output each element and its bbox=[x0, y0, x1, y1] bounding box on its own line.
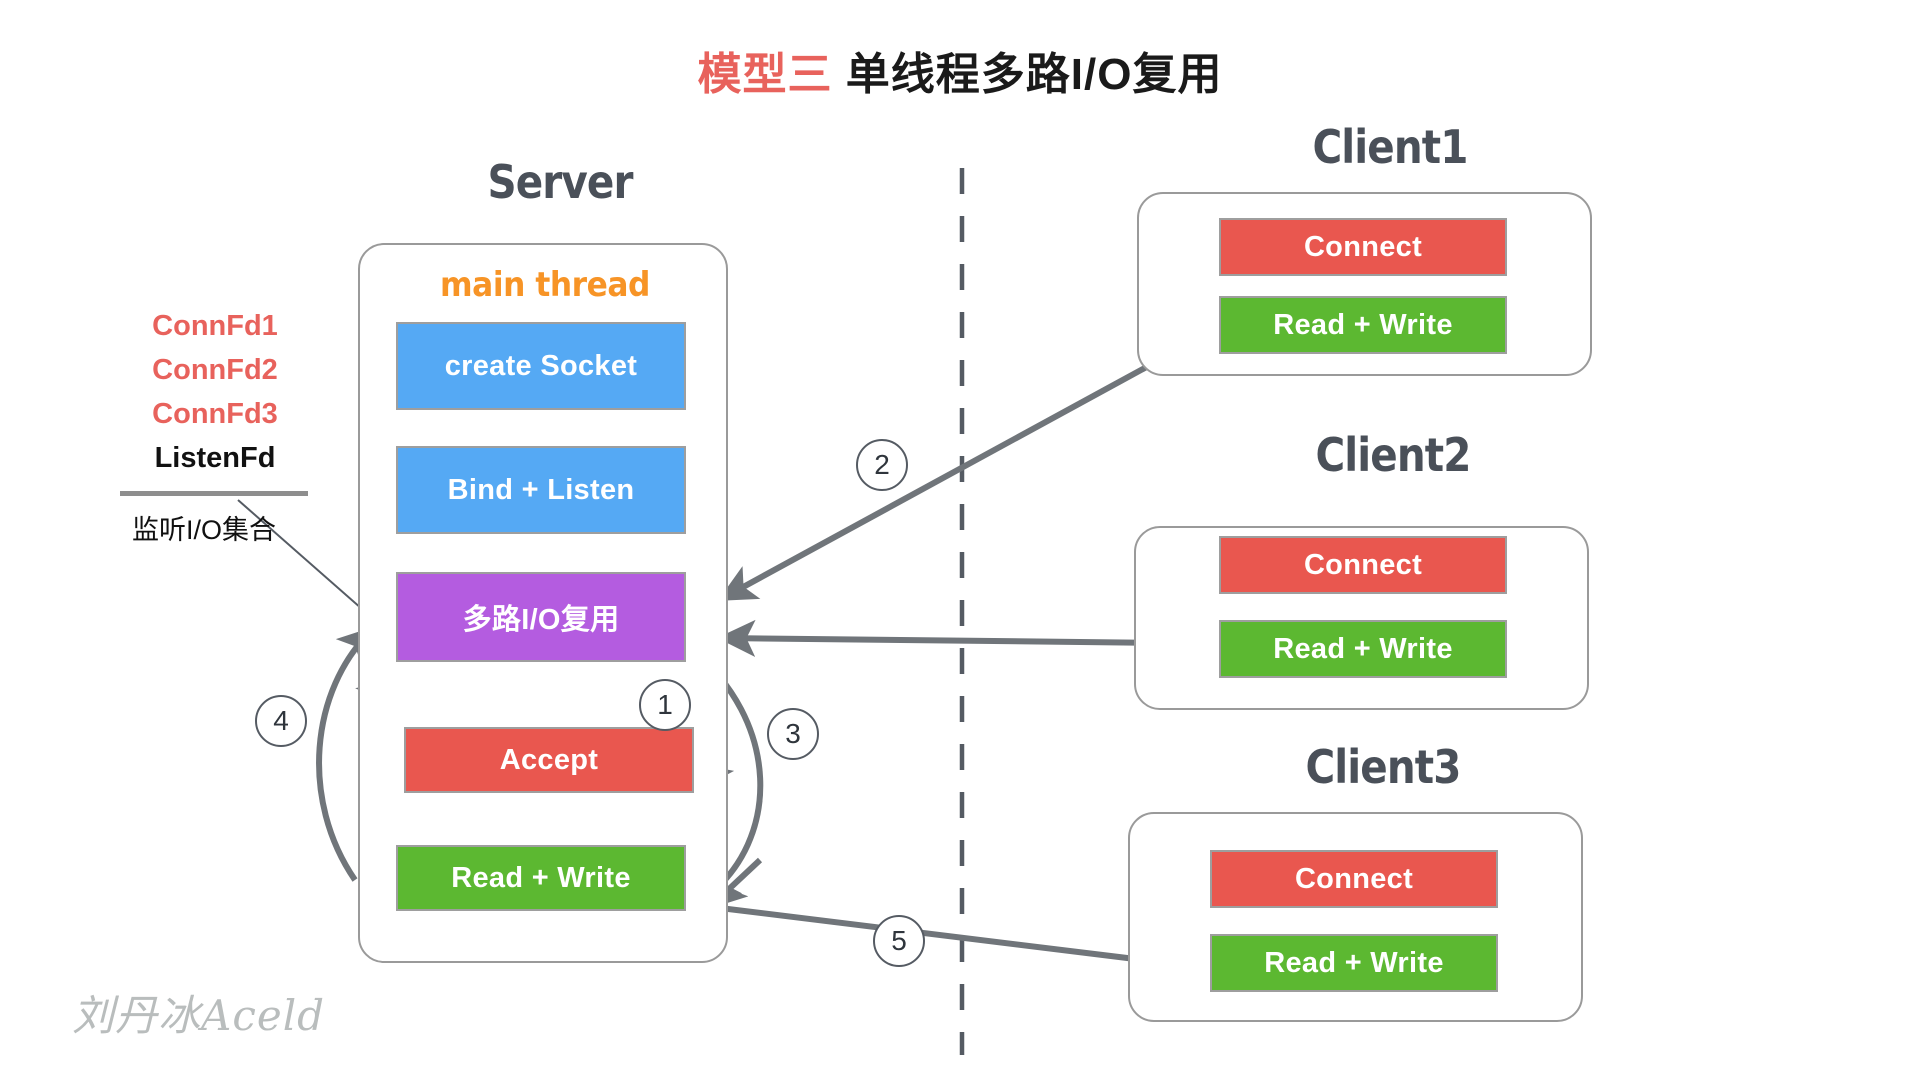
server-step-bind-listen[interactable]: Bind + Listen bbox=[396, 446, 686, 534]
client1-read-write[interactable]: Read + Write bbox=[1219, 296, 1507, 354]
step-marker-5: 5 bbox=[873, 915, 925, 967]
server-step-accept-label: Accept bbox=[499, 743, 599, 776]
step-marker-2: 2 bbox=[856, 439, 908, 491]
fd-label-connfd1: ConnFd1 bbox=[152, 310, 278, 342]
fd-legend: ConnFd1 ConnFd2 ConnFd3 ListenFd 监听I/O集合 bbox=[120, 310, 310, 547]
server-step-read-write[interactable]: Read + Write bbox=[396, 845, 686, 911]
arrow-5-server-to-client3 bbox=[685, 885, 1174, 978]
server-step-create-socket[interactable]: create Socket bbox=[396, 322, 686, 410]
server-heading: Server bbox=[487, 155, 633, 209]
client3-read-write-label: Read + Write bbox=[1264, 946, 1444, 979]
step-marker-1-label: 1 bbox=[657, 689, 673, 720]
server-main-thread-label: main thread bbox=[440, 265, 650, 305]
step-marker-4: 4 bbox=[255, 695, 307, 747]
client1-connect-label: Connect bbox=[1303, 230, 1423, 263]
client1-connect[interactable]: Connect bbox=[1219, 218, 1507, 276]
arrow-client2-to-server bbox=[717, 619, 1169, 657]
client1-heading: Client1 bbox=[1312, 120, 1468, 174]
client2-heading: Client2 bbox=[1315, 428, 1471, 482]
step-marker-5-label: 5 bbox=[891, 925, 907, 956]
client1-read-write-label: Read + Write bbox=[1273, 308, 1453, 341]
step-marker-2-label: 2 bbox=[874, 449, 890, 480]
fd-legend-caption: 监听I/O集合 bbox=[132, 515, 277, 545]
client3-connect[interactable]: Connect bbox=[1210, 850, 1498, 908]
server-step-accept[interactable]: Accept bbox=[404, 727, 694, 793]
client2-connect-label: Connect bbox=[1303, 548, 1423, 581]
server-step-multiplex-io[interactable]: 多路I/O复用 bbox=[396, 572, 686, 662]
client3-connect-label: Connect bbox=[1294, 862, 1414, 895]
fd-label-connfd2: ConnFd2 bbox=[152, 354, 278, 386]
client2-panel bbox=[1134, 526, 1589, 710]
arrow-2-client1-to-server bbox=[717, 337, 1198, 601]
fd-legend-rule bbox=[120, 491, 308, 496]
server-step-read-write-label: Read + Write bbox=[451, 861, 631, 894]
title-rest: 单线程多路I/O复用 bbox=[832, 50, 1223, 99]
step-marker-4-label: 4 bbox=[273, 705, 289, 736]
fd-label-listenfd: ListenFd bbox=[154, 442, 276, 474]
client3-read-write[interactable]: Read + Write bbox=[1210, 934, 1498, 992]
author-watermark: 刘丹冰Aceld bbox=[72, 991, 326, 1040]
server-step-bind-listen-label: Bind + Listen bbox=[447, 473, 635, 506]
client2-read-write-label: Read + Write bbox=[1273, 632, 1453, 665]
client3-heading: Client3 bbox=[1305, 740, 1461, 794]
server-step-multiplex-io-label: 多路I/O复用 bbox=[462, 604, 620, 636]
fd-label-connfd3: ConnFd3 bbox=[152, 398, 278, 430]
server-step-create-socket-label: create Socket bbox=[444, 349, 638, 382]
step-marker-3-label: 3 bbox=[785, 718, 801, 749]
step-marker-3: 3 bbox=[767, 708, 819, 760]
step-marker-1: 1 bbox=[639, 679, 691, 731]
page-title: 模型三 单线程多路I/O复用 bbox=[0, 38, 1920, 102]
title-accent: 模型三 bbox=[697, 50, 833, 99]
client2-read-write[interactable]: Read + Write bbox=[1219, 620, 1507, 678]
client2-connect[interactable]: Connect bbox=[1219, 536, 1507, 594]
